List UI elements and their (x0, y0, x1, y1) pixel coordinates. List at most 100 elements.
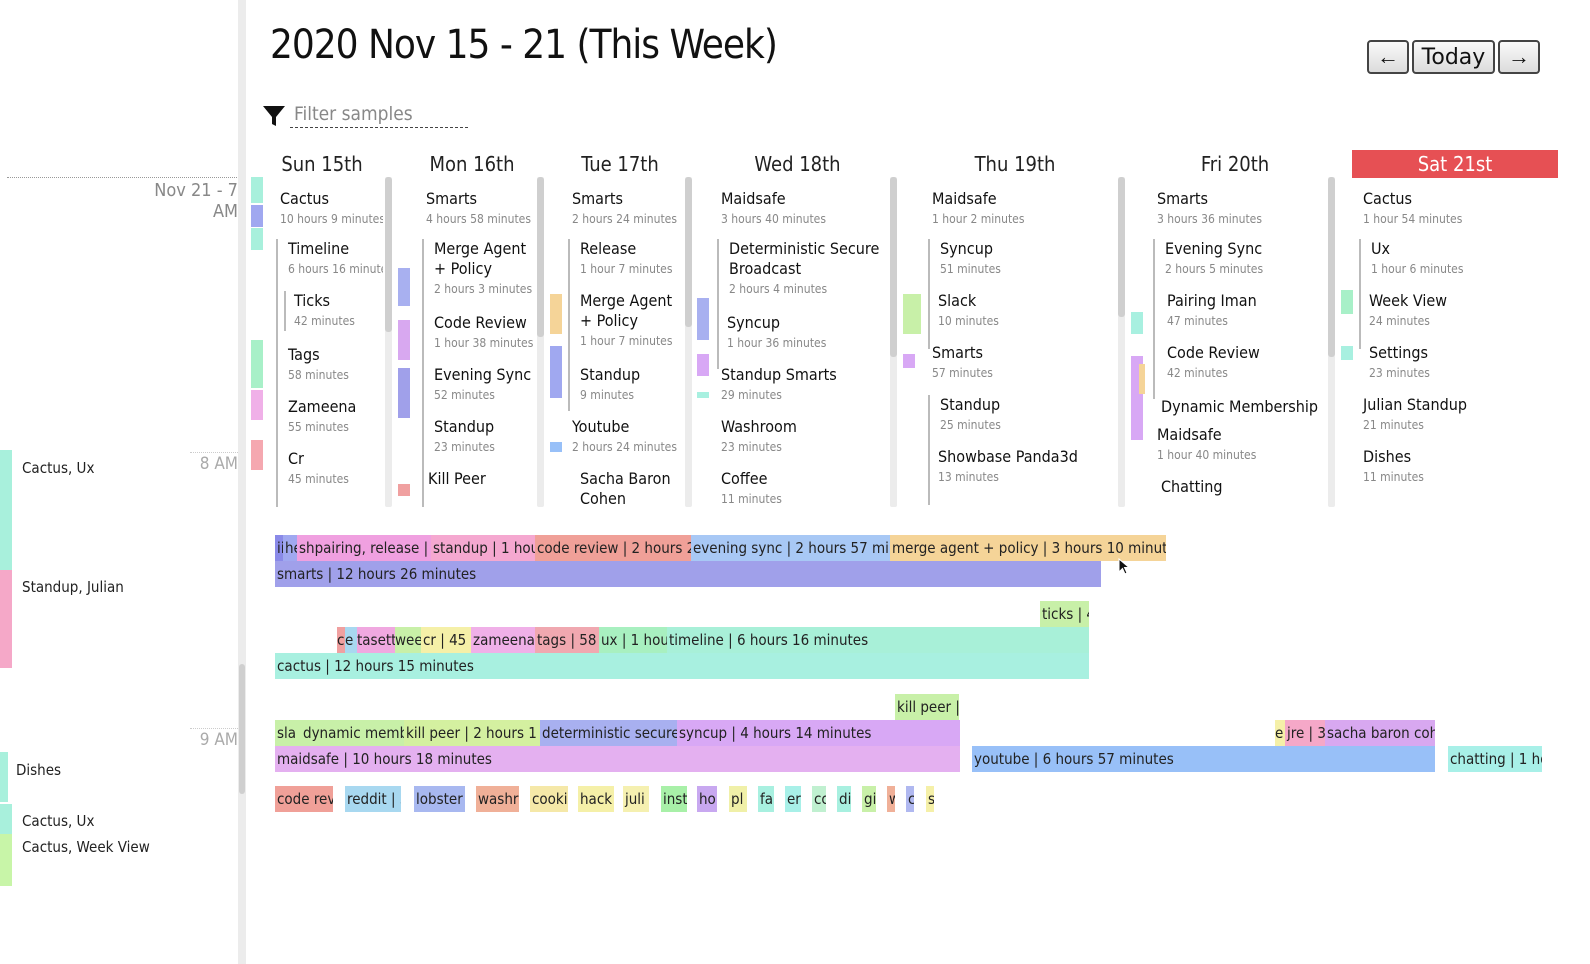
timeline-bar[interactable]: smarts | 12 hours 26 minutes (275, 561, 1101, 587)
timeline-bar[interactable]: youtube | 6 hours 57 minutes (972, 746, 1435, 772)
timeline-chip[interactable]: c (906, 786, 914, 812)
column-scrollbar[interactable] (537, 177, 544, 507)
timeline-bar[interactable]: ticks | 4 (1040, 601, 1089, 627)
timeline-chip[interactable]: pl (729, 786, 747, 812)
prev-week-button[interactable]: ← (1367, 40, 1409, 74)
timeline-chip[interactable]: washr (476, 786, 519, 812)
day-header-fri[interactable]: Fri 20th (1200, 152, 1270, 176)
day-header-mon[interactable]: Mon 16th (429, 152, 515, 176)
timeline-chip[interactable]: di (837, 786, 851, 812)
timeline-bar[interactable]: wee (395, 627, 421, 653)
column-scrollbar[interactable] (890, 177, 897, 507)
timeline-bar[interactable]: cr (337, 627, 345, 653)
timeline-bar[interactable]: timeline | 6 hours 16 minutes (667, 627, 1089, 653)
day-header-thu[interactable]: Thu 19th (974, 152, 1056, 176)
column-scrollbar[interactable] (1328, 177, 1335, 507)
timeline-bar[interactable]: jre | 35 (1285, 720, 1325, 746)
column-scrollbar[interactable] (685, 177, 692, 507)
timeline-chip[interactable]: ho (697, 786, 717, 812)
timeline-bar[interactable]: tasett (357, 627, 395, 653)
timeline-bar[interactable]: syncup | 4 hours 14 minutes (677, 720, 960, 746)
timeline-chip[interactable]: s (926, 786, 934, 812)
day-entry[interactable]: Dynamic Membership (1161, 397, 1319, 416)
timeline-chip[interactable]: er (785, 786, 801, 812)
timeline-chip[interactable]: fa (758, 786, 774, 812)
timeline-bar[interactable]: merge agent + policy | 3 hours 10 minute… (890, 535, 1166, 561)
column-scrollbar[interactable] (385, 177, 392, 507)
event-block-dishes[interactable] (0, 752, 8, 802)
timeline-bar[interactable]: ux | 1 hour 6 (599, 627, 667, 653)
timeline-chip[interactable]: gi (862, 786, 876, 812)
timeline-bar[interactable]: e (1275, 720, 1285, 746)
timeline-chip[interactable]: inst (661, 786, 687, 812)
timeline-bar[interactable]: e (345, 627, 357, 653)
timeline-bar[interactable]: chatting | 1 ho (1448, 746, 1542, 772)
event-block-cactus-ux[interactable] (0, 450, 12, 570)
day-entry[interactable]: Chatting (1161, 477, 1223, 496)
left-scrollbar-thumb[interactable] (239, 664, 245, 794)
timeline-chip[interactable]: w (887, 786, 895, 812)
timeline-chip[interactable]: juli (623, 786, 649, 812)
day-entry[interactable]: Kill Peer (428, 469, 486, 488)
timeline-chip[interactable]: hack (578, 786, 614, 812)
left-scrollbar[interactable] (238, 0, 246, 964)
filter-samples-input[interactable] (290, 100, 468, 128)
timeline-bar[interactable]: evening sync | 2 hours 57 minu (691, 535, 890, 561)
column-scrollbar[interactable] (1118, 177, 1125, 507)
timeline-bar[interactable]: kill peer | 2 hours 1 m (404, 720, 540, 746)
timeline-bar[interactable]: zameena (471, 627, 535, 653)
timeline-bar[interactable]: sla (275, 720, 303, 746)
event-block-cactus-week-view[interactable] (0, 834, 12, 886)
timeline-bar[interactable]: cactus | 12 hours 15 minutes (275, 653, 1089, 679)
timeline-chip[interactable]: cooki (530, 786, 568, 812)
timeline-bar[interactable]: maidsafe | 10 hours 18 minutes (275, 746, 960, 772)
timeline-bar[interactable]: deterministic secure (540, 720, 677, 746)
day-header-sat-today[interactable]: Sat 21st (1352, 150, 1558, 178)
day-header-wed[interactable]: Wed 18th (754, 152, 841, 176)
timeline-chip[interactable]: lobster (414, 786, 465, 812)
timeline-bar[interactable]: he (283, 535, 297, 561)
timeline-bar[interactable]: sacha baron cohe (1325, 720, 1435, 746)
day-header-tue[interactable]: Tue 17th (581, 152, 659, 176)
timeline-bar[interactable]: kill peer | (895, 694, 959, 720)
event-block-standup-julian[interactable] (0, 570, 12, 668)
next-week-button[interactable]: → (1498, 40, 1540, 74)
timeline-chip[interactable]: cc (812, 786, 826, 812)
timeline-chip[interactable]: code revi (275, 786, 333, 812)
filter-icon[interactable] (262, 104, 286, 128)
day-header-sun[interactable]: Sun 15th (281, 152, 363, 176)
timeline-bar[interactable]: code review | 2 hours 21 (535, 535, 691, 561)
